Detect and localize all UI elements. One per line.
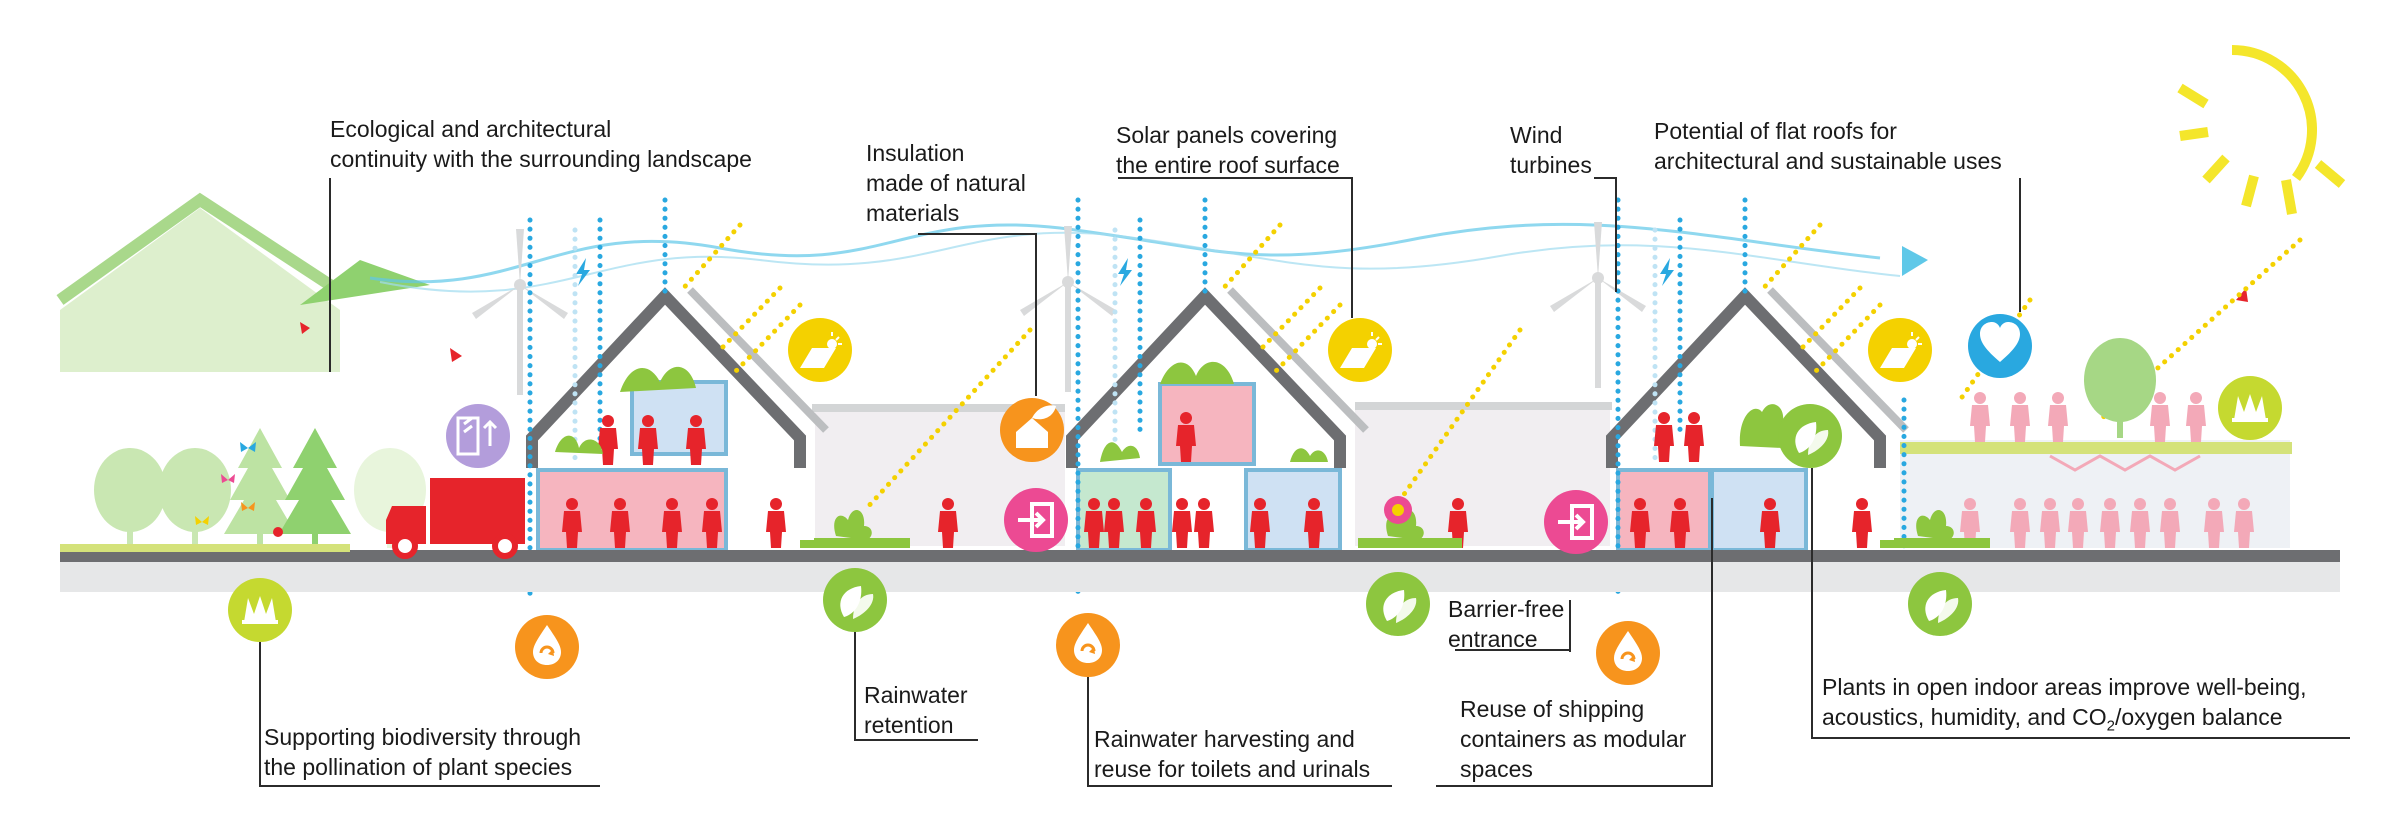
landscape [56,192,2248,548]
label-indoor-plants-line2b: /oxygen balance [2114,704,2283,730]
water-recycle-icon [1596,621,1660,685]
butterfly-icon [195,442,283,537]
label-biodiversity: Supporting biodiversity through the poll… [264,724,582,780]
solar-panel-icon [1868,318,1932,382]
leaves-icon [823,568,887,632]
label-rainwater-harvesting: Rainwater harvesting and reuse for toile… [1094,726,1371,782]
entrance-icon [1544,490,1608,554]
container-icon [446,404,510,468]
solar-panel-icon [788,318,852,382]
bird-icon [300,288,2248,362]
plant-icon [1778,404,1842,468]
wind-flow [369,222,1928,293]
leaves-icon [1908,572,1972,636]
ground [60,544,2340,592]
heart-icon [1968,314,2032,378]
grass-icon [2218,376,2282,440]
label-ecological-continuity: Ecological and architectural continuity … [330,116,752,172]
label-indoor-plants-sub: 2 [2106,717,2115,735]
label-indoor-plants-line2a: acoustics, humidity, and CO [1822,704,2107,730]
label-insulation: Insulation made of natural materials [866,140,1026,226]
sun-icon [2177,45,2346,215]
water-recycle-icon [515,615,579,679]
entrance-icon [1004,488,1068,552]
label-barrier-free-entrance: Barrier-free entrance [1448,596,1565,652]
dotted-lines [527,197,2303,603]
label-indoor-plants: Plants in open indoor areas improve well… [1822,672,2307,742]
label-rainwater-retention: Rainwater retention [864,682,968,738]
label-indoor-plants-line1: Plants in open indoor areas improve well… [1822,674,2307,700]
leader-lines [259,177,2350,787]
label-flat-roofs: Potential of flat roofs for architectura… [1654,118,2002,174]
label-solar-panels: Solar panels covering the entire roof su… [1116,122,1340,178]
leaves-icon [1366,572,1430,636]
house-leaf-icon [1000,398,1064,462]
lightning-icon [576,258,1674,286]
flower-icon [1384,496,1412,524]
solar-panel-icon [1328,318,1392,382]
label-shipping-containers: Reuse of shipping containers as modular … [1460,696,1687,782]
water-recycle-icon [1056,613,1120,677]
grass-icon [228,578,292,642]
truck-icon [386,478,525,559]
label-wind-turbines: Wind turbines [1510,122,1592,178]
